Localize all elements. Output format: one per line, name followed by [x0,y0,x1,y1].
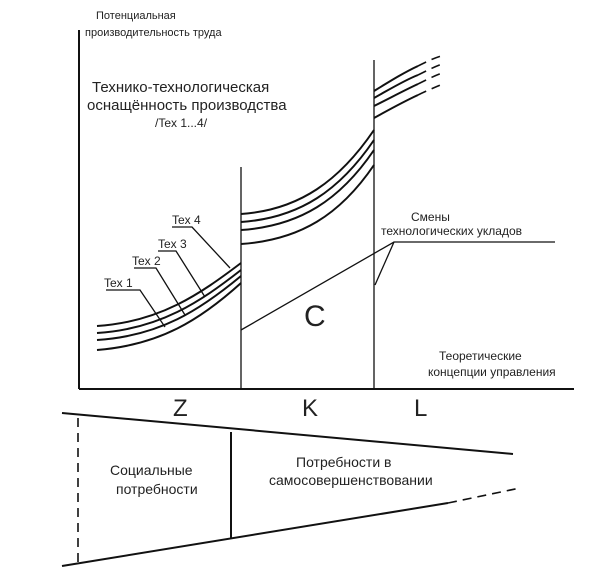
curve-tex3-l [373,74,419,99]
tech-title-range: /Tex 1...4/ [155,116,208,130]
leader-tex2 [134,267,186,316]
shift-label-line1: Смены [411,210,450,224]
leader-tex1 [106,289,166,328]
concept-z: Z [173,395,188,422]
curve-tex4-l-dash [417,54,446,67]
curve-tex2-l-dash [417,71,446,85]
curves-era-z [96,262,242,351]
curve-tex4-z [96,262,242,327]
curve-label-tex4: Tex 4 [172,213,201,227]
curve-tex4-k [240,129,375,215]
leader-shift-second [374,241,395,286]
shift-leaders [240,241,555,331]
curve-label-tex2: Tex 2 [132,254,161,268]
funnel-left-label-line2: потребности [116,481,198,497]
curve-tex3-z [96,269,242,334]
curve-tex1-l [373,94,419,119]
funnel-left-label-line1: Социальные [110,462,193,478]
curves-era-k [240,129,375,245]
curve-tex2-l [373,83,419,107]
leader-shift-main [240,241,555,331]
curve-tex2-k [240,149,375,231]
x-axis-label-line2: концепции управления [428,365,556,379]
funnel-top-edge [61,412,514,455]
curves-era-l [373,54,446,119]
needs-funnel [61,412,521,567]
tex-leaders [106,226,231,328]
funnel-right-label-line2: самосовершенствовании [269,472,433,488]
shift-label-line2: технологических укладов [381,224,522,238]
tech-title-line1: Технико-технологическая [92,79,269,96]
curve-label-tex3: Tex 3 [158,237,187,251]
curve-tex1-k [240,164,375,245]
curve-tex2-z [96,275,242,341]
curve-tex3-k [240,139,375,223]
y-axis-label-line2: производительность труда [85,27,222,39]
curve-label-tex1: Tex 1 [104,276,133,290]
tech-title-line2: оснащённость производства [87,97,287,114]
region-label-c: C [304,300,326,333]
curve-tex1-z [96,282,242,351]
y-axis-label-line1: Потенциальная [96,10,176,22]
curve-tex1-l-dash [417,82,446,96]
funnel-bottom-dash [447,487,521,504]
leader-tex4 [172,226,231,269]
funnel-right-label-line1: Потребности в [296,454,391,470]
curve-tex3-l-dash [417,62,446,76]
leader-tex3 [158,250,206,298]
funnel-bottom-edge [61,502,449,567]
concept-l: L [414,395,427,422]
concept-k: K [302,395,318,422]
x-axis-label-line1: Теоретические [439,349,522,363]
curve-tex4-l [373,65,419,92]
